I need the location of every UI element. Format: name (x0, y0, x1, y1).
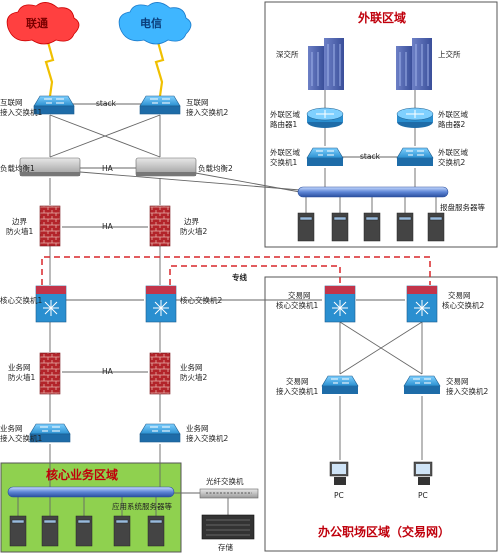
extranet-zone (264, 1, 498, 248)
trade-core1-label-l2: 核心交换机1 (276, 300, 318, 310)
extranet-server-icons (297, 212, 445, 242)
shenzhen-exchange-building-icon (308, 38, 344, 90)
ext-switch1-label-l2: 交换机1 (270, 157, 297, 167)
trade-core-switch-2-icon (406, 285, 438, 323)
ext-stack-label: stack (360, 152, 381, 161)
biz-fw1-label-l2: 防火墙1 (8, 372, 35, 382)
trade-core2-label-l1: 交易网 (448, 290, 471, 300)
inet-stack-label: stack (96, 99, 117, 108)
pc-2-icon (413, 461, 433, 485)
border-fw1-label-l2: 防火墙1 (6, 226, 33, 236)
fiber-switch-icon (199, 488, 259, 499)
business-switch-2-icon (139, 423, 181, 443)
inet-switch-1-label-l1: 互联网 (0, 98, 23, 107)
storage-label: 存储 (218, 542, 233, 552)
core-business-bus (7, 486, 175, 498)
extranet-router-2-icon (396, 107, 434, 128)
trade-core2-label-l2: 核心交换机2 (442, 300, 484, 310)
fiber-switch-label: 光纤交换机 (206, 476, 244, 486)
border-firewall-1-icon (39, 205, 61, 247)
border-fw1-label-l1: 边界 (12, 217, 27, 226)
core-business-zone-title: 核心业务区域 (46, 467, 118, 482)
lb1-label: 负载均衡1 (0, 163, 35, 173)
core-business-server-icons (9, 515, 165, 547)
ext-switch2-label-l2: 交换机2 (438, 157, 465, 167)
trade-core-switch-1-icon (324, 285, 356, 323)
trade-acc2-label-l2: 接入交换机2 (446, 386, 488, 396)
biz-fw2-label-l1: 业务网 (180, 362, 203, 372)
business-firewall-1-icon (39, 352, 61, 395)
cloud-label-unicom: 联通 (26, 16, 48, 30)
lb2-label: 负载均衡2 (198, 163, 233, 173)
pc2-label: PC (418, 491, 428, 500)
storage-icon (201, 514, 255, 540)
biz-fw-ha-label: HA (102, 367, 114, 376)
extranet-bus (297, 186, 449, 198)
biz-switch-2-label-l1: 业务网 (186, 423, 209, 433)
router2-label-l1: 外联区域 (438, 109, 468, 119)
border-firewall-2-icon (149, 205, 171, 247)
extranet-switch-1-icon (306, 147, 344, 166)
core-switch-1-icon (35, 285, 67, 323)
router2-label-l2: 路由器2 (438, 119, 465, 129)
trade-core1-label-l1: 交易网 (288, 290, 311, 300)
border-fw2-label-l1: 边界 (184, 217, 199, 226)
core-switch-2-icon (145, 285, 177, 323)
extranet-servers-label: 报盘服务器等 (440, 202, 485, 212)
cloud-unicom: 联通 (6, 2, 80, 45)
trade-acc2-label-l1: 交易网 (446, 376, 469, 386)
lb-ha-label: HA (102, 164, 114, 173)
pc1-label: PC (334, 491, 344, 500)
biz-switch-1-label-l2: 接入交换机1 (0, 433, 42, 443)
border-fw2-label-l2: 防火墙2 (180, 226, 207, 236)
biz-switch-2-label-l2: 接入交换机2 (186, 433, 228, 443)
trade-acc1-label-l1: 交易网 (286, 376, 309, 386)
inet-switch-2-label-l1: 互联网 (186, 98, 209, 107)
load-balancer-2-icon (135, 157, 197, 177)
office-zone (264, 276, 498, 552)
cloud-telecom: 电信 (118, 2, 192, 45)
dedicated-line (41, 256, 431, 285)
biz-switch-1-label-l1: 业务网 (0, 423, 23, 433)
cloud-label-telecom: 电信 (140, 16, 162, 30)
trade-acc1-label-l2: 接入交换机1 (276, 386, 318, 396)
router1-label-l1: 外联区域 (270, 109, 300, 119)
inet-switch-1-label-l2: 接入交换机1 (0, 107, 42, 117)
inet-switch-2-icon (139, 95, 181, 115)
shenzhen-label: 深交所 (276, 49, 299, 59)
inet-switch-1-icon (33, 95, 75, 115)
router1-label-l2: 路由器1 (270, 119, 297, 129)
links (17, 41, 437, 516)
trade-access-switch-1-icon (321, 375, 359, 394)
office-zone-title: 办公职场区域（交易网） (318, 524, 450, 539)
core-switch-2-label: 核心交换机2 (180, 295, 222, 305)
biz-fw1-label-l1: 业务网 (8, 362, 31, 372)
extranet-router-1-icon (306, 107, 344, 128)
extranet-switch-2-icon (396, 147, 434, 166)
load-balancer-1-icon (19, 157, 81, 177)
core-business-servers-label: 应用系统服务器等 (112, 501, 172, 511)
dedicated-line-label: 专线 (232, 272, 247, 282)
shanghai-label: 上交所 (438, 49, 461, 59)
shanghai-exchange-building-icon (396, 38, 432, 90)
trade-access-switch-2-icon (403, 375, 441, 394)
pc-1-icon (329, 461, 349, 485)
business-firewall-2-icon (149, 352, 171, 395)
core-switch-1-label: 核心交换机1 (0, 295, 42, 305)
business-switch-1-icon (29, 423, 71, 443)
ext-switch2-label-l1: 外联区域 (438, 147, 468, 157)
inet-switch-2-label-l2: 接入交换机2 (186, 107, 228, 117)
border-fw-ha-label: HA (102, 222, 114, 231)
biz-fw2-label-l2: 防火墙2 (180, 372, 207, 382)
extranet-zone-title: 外联区域 (358, 10, 406, 25)
ext-switch1-label-l1: 外联区域 (270, 147, 300, 157)
